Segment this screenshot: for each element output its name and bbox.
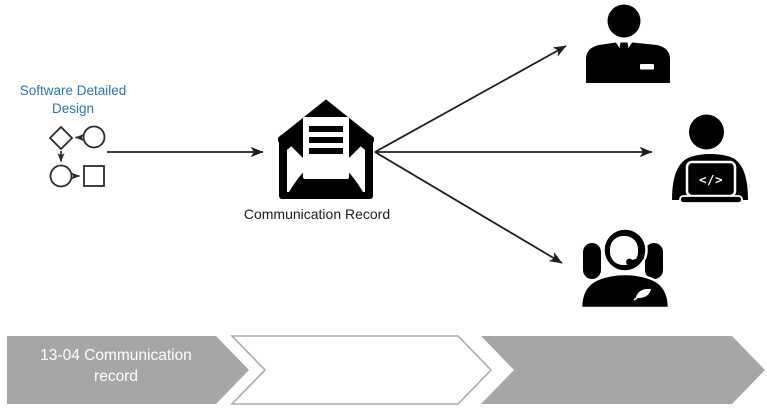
mini-flowchart-icon bbox=[48, 125, 106, 188]
flow-diamond bbox=[48, 125, 74, 151]
flow-square bbox=[83, 165, 105, 187]
laptop-code-glyph: </> bbox=[699, 172, 723, 187]
support-agent-icon bbox=[580, 227, 671, 310]
envelope-letter-lines bbox=[309, 126, 343, 154]
connector-arrows bbox=[107, 45, 653, 264]
developer-head bbox=[689, 114, 724, 150]
manager-icon bbox=[586, 4, 670, 83]
banner-step-2 bbox=[230, 335, 493, 405]
support-leaf-logo bbox=[633, 288, 651, 301]
process-banner bbox=[7, 335, 765, 405]
arrow-record-to-manager bbox=[374, 45, 567, 153]
open-envelope-icon bbox=[278, 99, 374, 199]
support-shoulder-left bbox=[583, 243, 601, 279]
manager-tie bbox=[618, 42, 630, 79]
support-mic bbox=[626, 256, 645, 266]
developer-icon: </> bbox=[672, 114, 748, 204]
manager-pocket-square bbox=[640, 64, 654, 70]
laptop-base bbox=[679, 195, 743, 204]
manager-head bbox=[607, 4, 641, 38]
source-label: Software Detailed Design bbox=[19, 83, 127, 116]
banner-step-3 bbox=[481, 336, 765, 404]
support-face bbox=[610, 236, 638, 265]
arrow-record-to-support bbox=[374, 151, 563, 264]
support-body bbox=[580, 272, 671, 310]
communication-record-label: Communication Record bbox=[243, 206, 391, 222]
banner-step-1-label: 13-04 Communication record bbox=[40, 347, 192, 385]
banner-step-1 bbox=[7, 336, 249, 404]
support-shoulder-right bbox=[645, 243, 663, 279]
